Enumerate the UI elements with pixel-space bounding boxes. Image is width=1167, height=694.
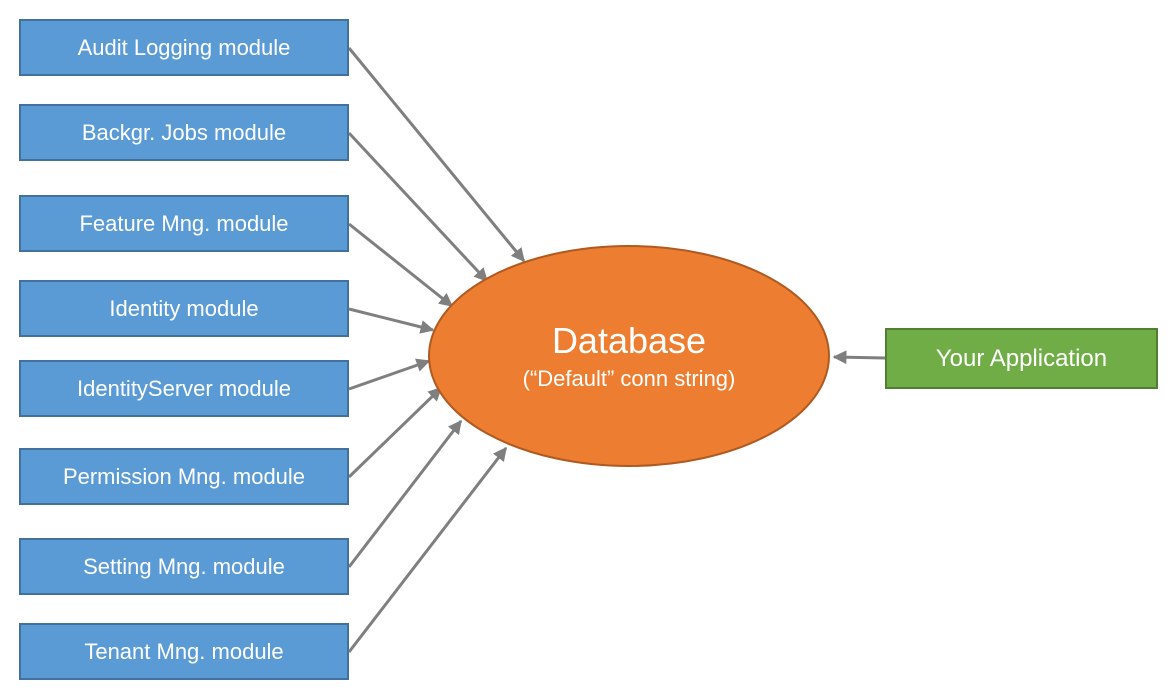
module-label: Feature Mng. module <box>79 210 289 236</box>
arrow-identity-to-database <box>348 307 435 334</box>
module-label: Backgr. Jobs module <box>81 119 287 145</box>
module-box-tenant-mng: Tenant Mng. module <box>19 623 349 680</box>
your-application-box: Your Application <box>885 328 1158 389</box>
arrow-permission-mng-to-database <box>347 386 443 479</box>
arrow-setting-mng-to-database <box>347 419 463 568</box>
module-label: IdentityServer module <box>77 375 291 401</box>
your-application-label: Your Application <box>935 344 1108 372</box>
module-box-identityserver: IdentityServer module <box>19 360 349 417</box>
arrow-backgr-jobs-to-database <box>347 131 489 283</box>
arrow-feature-mng-to-database <box>348 222 454 308</box>
arrow-your-application-to-database <box>832 350 886 365</box>
module-label: Identity module <box>109 295 259 321</box>
database-ellipse <box>428 245 830 467</box>
module-box-backgr-jobs: Backgr. Jobs module <box>19 104 349 161</box>
module-box-audit-logging: Audit Logging module <box>19 19 349 76</box>
module-label: Audit Logging module <box>77 34 291 60</box>
module-box-identity: Identity module <box>19 280 349 337</box>
module-label: Permission Mng. module <box>62 463 306 489</box>
module-label: Setting Mng. module <box>83 553 285 579</box>
module-box-feature-mng: Feature Mng. module <box>19 195 349 252</box>
arrow-identityserver-to-database <box>348 358 431 391</box>
module-label: Tenant Mng. module <box>84 638 284 664</box>
module-box-setting-mng: Setting Mng. module <box>19 538 349 595</box>
arrow-tenant-mng-to-database <box>347 446 508 653</box>
arrow-audit-logging-to-database <box>347 47 526 263</box>
module-box-permission-mng: Permission Mng. module <box>19 448 349 505</box>
